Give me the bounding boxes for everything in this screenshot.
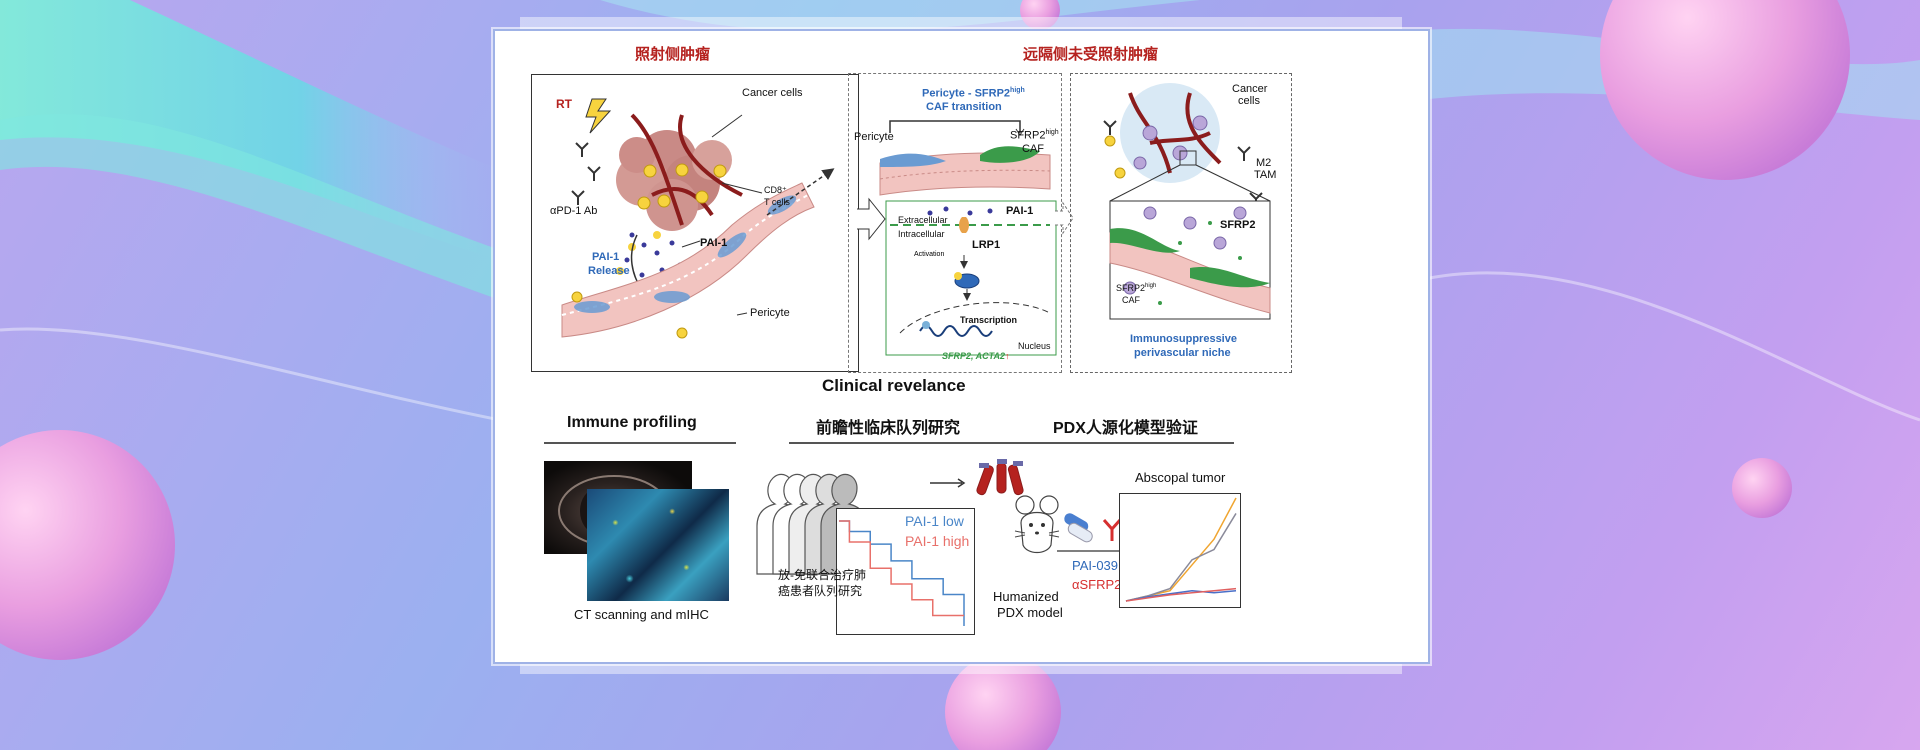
vessel-wall-icon xyxy=(879,146,1051,196)
lrp1-receptor-icon xyxy=(959,217,969,233)
mihc-image xyxy=(587,489,729,601)
apd1-label: αPD-1 Ab xyxy=(550,205,598,217)
cd8-label-line1: CD8⁺ xyxy=(764,185,787,195)
pai1-label: PAI-1 xyxy=(700,237,728,249)
sfrp2-label-c: SFRP2 xyxy=(1220,219,1256,231)
divider xyxy=(997,442,1234,444)
blood-tubes-icon xyxy=(976,459,1024,496)
transition-label-1: Pericyte - SFRP2high xyxy=(922,87,1025,100)
abscopal-series-0 xyxy=(1125,497,1237,602)
niche-label-2: perivascular niche xyxy=(1134,347,1231,359)
abscopal-series-2 xyxy=(1125,589,1237,602)
km-series-0 xyxy=(839,520,965,626)
pai1-release-label-2: Release xyxy=(588,265,630,277)
figure-card: 照射侧肿瘤 xyxy=(493,29,1430,664)
abscopal-series-3 xyxy=(1125,587,1237,602)
niche-label-1: Immunosuppressive xyxy=(1130,333,1237,345)
caf-label-b: CAF xyxy=(1022,143,1044,155)
caf-label-c: CAF xyxy=(1122,295,1140,305)
transition-illustration xyxy=(879,120,1057,356)
lrp1-label: LRP1 xyxy=(972,239,1001,251)
nucleus-membrane xyxy=(899,302,1051,334)
pai1-label-b: PAI-1 xyxy=(1006,205,1034,217)
panel-a-title: 照射侧肿瘤 xyxy=(635,46,711,63)
divider xyxy=(544,442,736,444)
immune-heading: Immune profiling xyxy=(567,414,697,431)
cohort-caption-1: 放-免联合治疗肺 xyxy=(778,568,866,582)
pericyte-label: Pericyte xyxy=(750,307,790,319)
leader-line xyxy=(721,182,763,194)
km-curves xyxy=(839,520,965,626)
tumor-mass-icon xyxy=(1120,83,1220,183)
dna-icon xyxy=(919,325,993,337)
sfrp2-caf-label-b: SFRP2high xyxy=(1010,129,1059,142)
km-series-1 xyxy=(839,520,964,617)
leader-line xyxy=(711,114,743,138)
abscopal-chart-title: Abscopal tumor xyxy=(1135,470,1226,485)
pdx-model-2: PDX model xyxy=(997,605,1063,620)
immune-caption: CT scanning and mIHC xyxy=(574,607,709,622)
patient-cohort-icon xyxy=(756,473,868,575)
pai1-release-label-1: PAI-1 xyxy=(592,251,620,263)
km-plot: PAI-1 low PAI-1 high xyxy=(836,508,975,635)
pdx-heading: PDX人源化模型验证 xyxy=(1053,420,1198,437)
abscopal-chart xyxy=(1119,493,1241,608)
genes-label: SFRP2, ACTA2↑ xyxy=(942,351,1010,361)
antibody-icon xyxy=(1102,519,1122,541)
m2-label-2: TAM xyxy=(1254,169,1277,181)
pdx-model-1: Humanized xyxy=(993,589,1059,604)
cohort-heading: 前瞻性临床队列研究 xyxy=(816,420,961,437)
transcription-label: Transcription xyxy=(960,315,1018,325)
panel-arrow-icon xyxy=(857,197,886,241)
leader-line xyxy=(681,240,701,248)
antibody-icon xyxy=(1103,120,1263,207)
intracellular-label: Intracellular xyxy=(898,229,945,239)
panel-b: Pericyte - SFRP2high CAF transition xyxy=(850,73,1062,371)
panel-arrow-icon xyxy=(1055,201,1074,235)
abscopal-series-1 xyxy=(1125,513,1237,602)
abscopal-niche-illustration xyxy=(1103,83,1271,320)
panel-a-box: RT Cancer cells CD8⁺ T cells αPD-1 Ab PA… xyxy=(531,74,859,372)
rt-label: RT xyxy=(556,97,572,111)
panel-b-title: 远隔侧未受照射肿瘤 xyxy=(1023,46,1159,63)
p65-label: p65 xyxy=(960,318,972,325)
antibody-icon xyxy=(571,142,601,205)
abscopal-lines xyxy=(1125,497,1237,602)
irradiated-tumor-illustration xyxy=(561,98,835,339)
sfrp2-caf-label-c: SFRP2high xyxy=(1116,283,1157,293)
m2-label-1: M2 xyxy=(1256,157,1272,169)
radiation-bolt-icon xyxy=(585,98,612,134)
leader-line xyxy=(736,312,748,316)
blood-vessel-icon xyxy=(561,182,815,339)
arrow-right-icon xyxy=(930,478,966,488)
cancer-label-c-1: Cancer xyxy=(1232,83,1268,95)
clinical-title: Clinical revelance xyxy=(822,376,966,395)
mouse-icon xyxy=(1014,495,1060,554)
cd8-label-line2: T cells xyxy=(764,197,790,207)
drug-pai039: PAI-039 xyxy=(1072,558,1119,573)
legend-pai1-high: PAI-1 high xyxy=(905,533,970,549)
drug-asfrp2: αSFRP2 xyxy=(1072,577,1122,592)
nucleus-label: Nucleus xyxy=(1018,341,1051,351)
pericyte-label-b: Pericyte xyxy=(854,131,894,143)
transition-label-2: CAF transition xyxy=(926,101,1002,113)
extracellular-label: Extracellular xyxy=(898,215,948,225)
activation-label: Activation xyxy=(914,251,945,258)
legend-pai1-low: PAI-1 low xyxy=(905,513,964,529)
cohort-caption-2: 癌患者队列研究 xyxy=(778,584,863,598)
divider xyxy=(789,442,997,444)
panel-c-box xyxy=(1070,73,1292,373)
cancer-label-c-2: cells xyxy=(1238,95,1261,107)
cancer-cells-label: Cancer cells xyxy=(742,87,803,99)
pill-capsule-icon xyxy=(1064,513,1093,543)
panel-c: Cancer cells M2 TAM SFRP2 SFRP2high CAF … xyxy=(1070,73,1290,371)
tumor-mass-icon xyxy=(616,113,743,231)
